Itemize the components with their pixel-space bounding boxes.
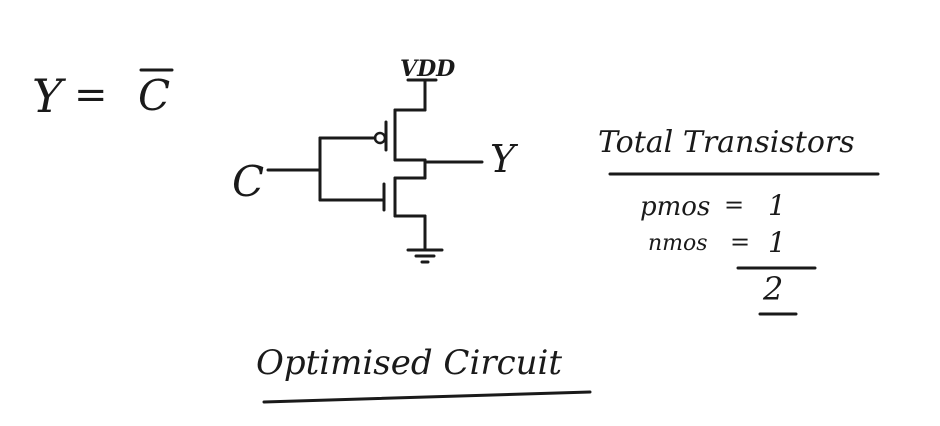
nmos-value: 1 [768,226,786,259]
nmos-transistor [318,176,427,218]
caption: Optimised Circuit [256,343,562,383]
nmos-equals: = [730,228,750,256]
input-label: C [232,157,264,206]
pmos-equals: = [724,191,744,219]
transistor-count-heading: Total Transistors [598,125,855,160]
output-label: Y [490,137,519,181]
transistor-total: 2 [762,270,783,308]
expression-lhs: Y [32,69,67,123]
caption-underline [262,390,592,404]
transistor-count: Total Transistors pmos = 1 nmos = 1 2 [598,125,880,316]
cmos-inverter-schematic: VDD Y C [232,56,519,264]
pmos-label: pmos [640,192,710,222]
caption-group: Optimised Circuit [256,343,592,404]
ground-symbol [406,248,444,264]
nmos-label: nmos [648,231,708,256]
boolean-expression: Y = C [32,68,174,123]
expression-rhs: C [138,71,170,120]
vdd-label: VDD [400,56,455,82]
pmos-value: 1 [768,189,786,222]
expression-equals: = [74,72,108,118]
pmos-transistor [318,108,427,162]
